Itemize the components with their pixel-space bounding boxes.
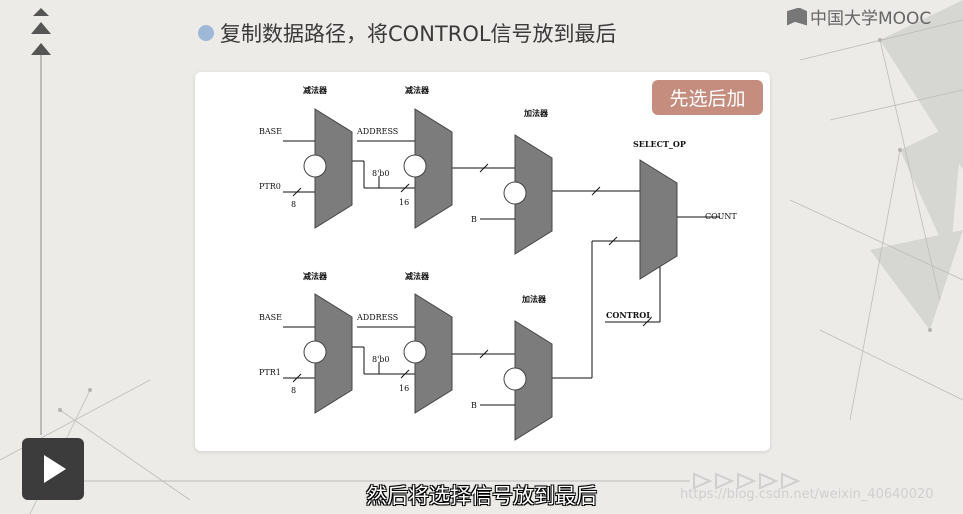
label-sub-3: 减法器 xyxy=(303,271,328,281)
label-16-2: 16 xyxy=(399,384,409,393)
subtractor-bottom-right xyxy=(414,293,453,414)
label-ptr1: PTR1 xyxy=(259,368,281,377)
play-button[interactable] xyxy=(22,438,84,500)
label-ptr0: PTR0 xyxy=(259,182,281,191)
label-sub-2: 减法器 xyxy=(405,85,430,95)
label-b-1: B xyxy=(471,215,477,224)
subtractor-bottom-left xyxy=(314,293,353,414)
subtractor-top-left xyxy=(314,108,353,229)
slide-title-text: 复制数据路径，将CONTROL信号放到最后 xyxy=(220,22,617,46)
label-address-1: ADDRESS xyxy=(356,127,398,136)
label-count: COUNT xyxy=(705,212,737,221)
label-8-2: 8 xyxy=(291,386,296,395)
play-icon xyxy=(44,455,66,483)
label-sub-4: 减法器 xyxy=(405,271,430,281)
diagram-card: 减法器 减法器 加法器 BASE ADDRESS PTR0 8 8'b0 16 … xyxy=(195,72,770,451)
label-b-2: B xyxy=(471,401,477,410)
select-mux xyxy=(639,159,678,280)
brand-text: 中国大学MOOC xyxy=(810,9,932,29)
brand-logo: 中国大学MOOC xyxy=(787,4,931,29)
watermark-text: https://blog.csdn.net/weixin_40640020 xyxy=(680,487,934,502)
subtractor-top-right xyxy=(414,108,453,229)
video-subtitle: 然后将选择信号放到最后 xyxy=(366,484,597,508)
adder-bottom xyxy=(514,320,553,441)
label-base-2: BASE xyxy=(259,313,282,322)
label-address-2: ADDRESS xyxy=(356,313,398,322)
label-add-2: 加法器 xyxy=(521,294,547,304)
label-base-1: BASE xyxy=(259,127,282,136)
label-sub-1: 减法器 xyxy=(303,85,328,95)
label-8b0-1: 8'b0 xyxy=(372,169,390,178)
label-8-1: 8 xyxy=(291,200,296,209)
label-control: CONTROL xyxy=(606,310,652,320)
label-8b0-2: 8'b0 xyxy=(372,355,390,364)
adder-top xyxy=(514,134,553,255)
label-add-1: 加法器 xyxy=(523,108,549,118)
mooc-logo-icon xyxy=(787,7,807,26)
label-select-op: SELECT_OP xyxy=(633,139,686,149)
bullet-dot-icon xyxy=(198,25,214,41)
label-16-1: 16 xyxy=(399,198,409,207)
datapath-diagram: 减法器 减法器 加法器 BASE ADDRESS PTR0 8 8'b0 16 … xyxy=(259,85,737,441)
slide-title: 复制数据路径，将CONTROL信号放到最后 xyxy=(198,18,617,48)
note-badge: 先选后加 xyxy=(652,80,763,115)
